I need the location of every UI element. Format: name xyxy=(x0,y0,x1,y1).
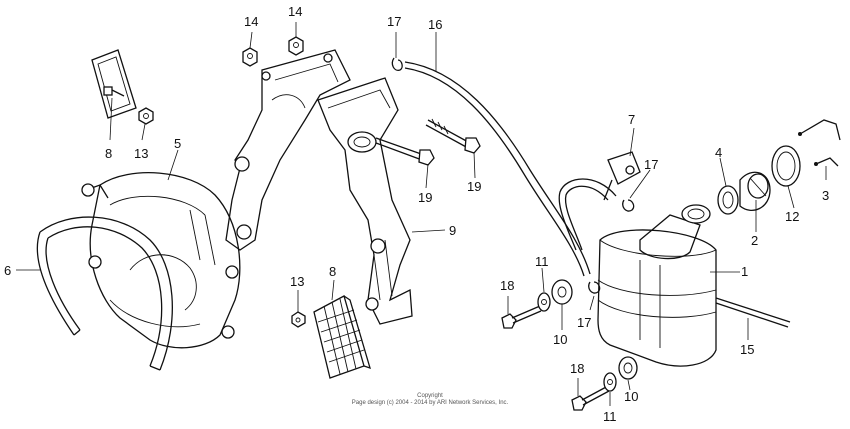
fuel-tank-part xyxy=(597,204,717,367)
curved-strap-part xyxy=(36,216,173,371)
clip-17-top xyxy=(391,57,403,71)
callout-4: 4 xyxy=(715,145,723,160)
callout-8-upper: 8 xyxy=(105,146,113,161)
copyright-notice: Page design (c) 2004 - 2014 by ARI Netwo… xyxy=(351,400,509,406)
fan-shroud-part xyxy=(81,172,241,349)
callout-17-lower: 17 xyxy=(577,315,592,330)
nut-14-left xyxy=(242,47,258,67)
callout-17-top: 17 xyxy=(387,14,402,29)
callout-5: 5 xyxy=(174,136,182,151)
hose-bracket-part xyxy=(603,151,641,201)
callout-19-right: 19 xyxy=(467,179,482,194)
copyright-title: Copyright xyxy=(417,393,443,399)
nut-13-lower xyxy=(291,311,306,328)
callout-10-lower: 10 xyxy=(624,389,639,404)
callout-8-lower: 8 xyxy=(329,264,337,279)
callout-10-upper: 10 xyxy=(553,332,568,347)
callout-14-right: 14 xyxy=(288,4,303,19)
callout-19-left: 19 xyxy=(418,190,433,205)
callout-18-upper: 18 xyxy=(500,278,515,293)
callout-3: 3 xyxy=(822,188,830,203)
grommet-10-upper xyxy=(551,279,573,305)
bolt-18-lower xyxy=(571,385,610,411)
bolt-19-left xyxy=(375,137,435,166)
fuel-cap-part xyxy=(739,171,771,211)
rear-bracket-part xyxy=(225,49,351,251)
mount-plate-upper xyxy=(91,49,137,119)
wire-clips-3 xyxy=(798,119,841,167)
main-bracket-arm xyxy=(317,77,413,325)
washer-11-upper xyxy=(537,292,551,312)
callout-17-right: 17 xyxy=(644,157,659,172)
callout-11-lower: 11 xyxy=(603,409,617,424)
leader-lines xyxy=(16,22,827,406)
grommet-10-lower xyxy=(618,356,638,380)
callout-15: 15 xyxy=(740,342,755,357)
callout-7: 7 xyxy=(628,112,636,127)
callout-14-left: 14 xyxy=(244,14,259,29)
washer-ring-12 xyxy=(771,145,801,187)
callout-9: 9 xyxy=(449,223,457,238)
callout-12: 12 xyxy=(785,209,800,224)
callout-18-lower: 18 xyxy=(570,361,585,376)
callout-2: 2 xyxy=(751,233,759,248)
callout-1: 1 xyxy=(741,264,749,279)
callout-11-upper: 11 xyxy=(535,254,549,269)
filter-element-part xyxy=(313,295,371,379)
callout-16: 16 xyxy=(428,17,443,32)
bolt-19-right xyxy=(425,118,481,154)
callout-6: 6 xyxy=(4,263,12,278)
gasket-4-part xyxy=(717,185,739,215)
nut-14-right xyxy=(288,36,304,56)
fuel-hose-part xyxy=(404,61,617,277)
clip-17-lower xyxy=(588,281,601,294)
bolt-18-upper xyxy=(501,305,542,329)
callout-13-lower: 13 xyxy=(290,274,305,289)
nut-13-upper xyxy=(138,107,154,125)
clip-17-right xyxy=(622,199,635,212)
callout-13-upper: 13 xyxy=(134,146,149,161)
rod-15-part xyxy=(715,297,791,328)
washer-11-lower xyxy=(603,372,617,392)
